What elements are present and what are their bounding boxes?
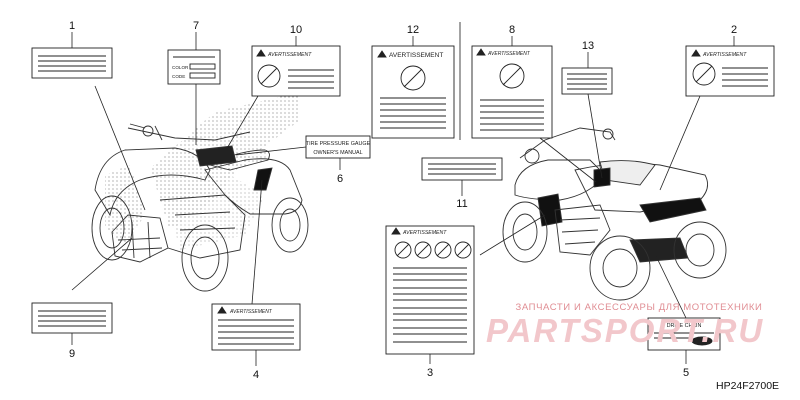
diagram-code: HP24F2700E [716, 380, 780, 392]
callout-9: 9 [69, 348, 75, 360]
callout-11: 11 [456, 198, 467, 210]
label-1-panel [31, 47, 113, 79]
label-5-drive-chain-panel [647, 317, 721, 351]
callout-8: 8 [509, 24, 515, 36]
callout-5: 5 [683, 367, 689, 379]
callout-13: 13 [582, 40, 594, 52]
atv-rear-illustration [502, 127, 727, 301]
watermark-tagline: ЗАПЧАСТИ И АКСЕССУАРЫ ДЛЯ МОТОТЕХНИКИ [515, 302, 763, 313]
callout-6: 6 [337, 173, 343, 185]
callout-2: 2 [731, 24, 737, 36]
callout-12: 12 [407, 24, 419, 36]
label-10-heading: AVERTISSEMENT [267, 52, 312, 58]
atv-front-illustration [91, 92, 309, 292]
label-3-heading: AVERTISSEMENT [402, 230, 447, 236]
label-10-warning-panel [251, 45, 341, 97]
label-13-panel [561, 67, 613, 95]
callout-1: 1 [69, 20, 75, 32]
label-11-panel [421, 157, 503, 181]
label-8-heading: AVERTISSEMENT [487, 51, 531, 57]
leader-lines [71, 32, 735, 366]
label-4-heading: AVERTISSEMENT [229, 309, 273, 315]
label-4-warning-panel [211, 303, 301, 351]
label-7-color-code-panel [167, 49, 221, 85]
label-12-warning-panel [371, 45, 455, 139]
label-2-warning-panel [685, 45, 775, 97]
label-6-tire-text: TIRE PRESSURE GAUGE [306, 141, 371, 147]
label-12-heading: AVERTISSEMENT [389, 52, 443, 59]
label-7-color-text: COLOR [172, 65, 189, 70]
label-7-code-text: CODE [172, 74, 185, 79]
watermark: ЗАПЧАСТИ И АКСЕССУАРЫ ДЛЯ МОТОТЕХНИКИ PA… [478, 302, 800, 364]
callout-10: 10 [290, 24, 302, 36]
label-9-panel [31, 302, 113, 334]
label-8-warning-panel [471, 45, 553, 139]
label-5-drive-chain-text: DRIVE CHAIN [667, 323, 702, 329]
callout-7: 7 [193, 20, 199, 32]
watermark-brand: PARTSPORT.RU [486, 312, 765, 349]
label-2-heading: AVERTISSEMENT [702, 52, 747, 58]
label-6-manual-text: OWNER'S MANUAL [313, 150, 362, 156]
label-3-warning-panel [385, 225, 475, 355]
callout-3: 3 [427, 367, 433, 379]
callout-4: 4 [253, 369, 259, 381]
